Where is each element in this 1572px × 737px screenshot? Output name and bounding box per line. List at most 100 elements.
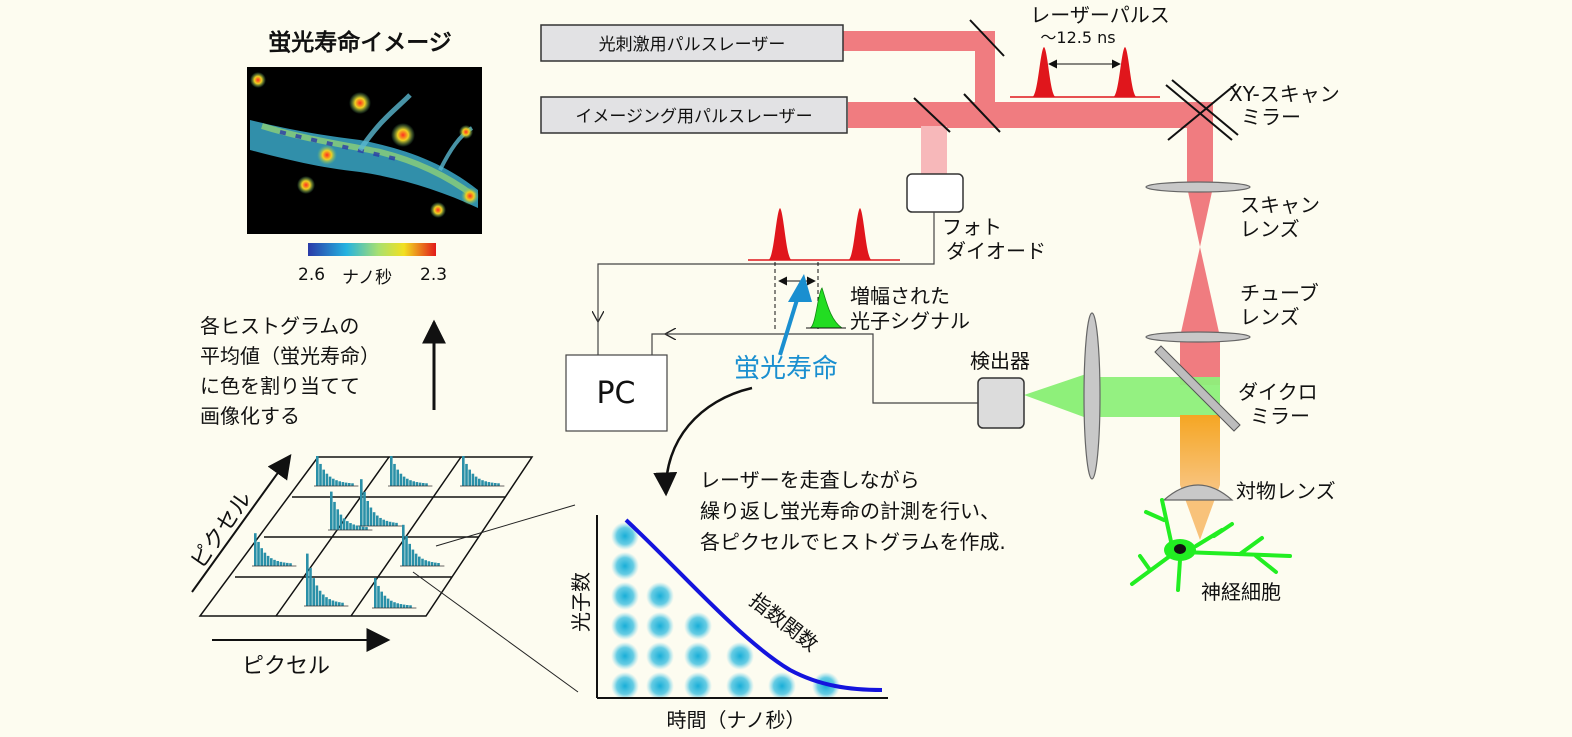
histogram-bar bbox=[348, 483, 351, 486]
histogram-bar bbox=[344, 482, 348, 486]
histogram-bar bbox=[383, 595, 387, 608]
histogram-bar bbox=[341, 482, 345, 486]
histogram-bar bbox=[369, 507, 373, 526]
histogram-bar bbox=[406, 605, 409, 608]
detector-lens bbox=[1083, 312, 1101, 480]
lifetime-color-scale bbox=[308, 243, 436, 256]
photon-count-dots bbox=[611, 522, 840, 700]
histogram-bar bbox=[418, 482, 422, 486]
photon-dot bbox=[646, 582, 674, 610]
imaging-laser: イメージング用パルスレーザー bbox=[540, 96, 848, 134]
amplified-signal-label-2: 光子シグナル bbox=[850, 309, 970, 333]
histogram-bar bbox=[328, 476, 332, 486]
lifetime-image-title: 蛍光寿命イメージ bbox=[268, 29, 452, 56]
scan-lens-label-2: レンズ bbox=[1240, 217, 1300, 241]
histogram-bar bbox=[330, 491, 333, 530]
histogram-bar bbox=[388, 521, 392, 526]
histogram-bar bbox=[415, 482, 419, 486]
xy-scan-mirror bbox=[1165, 79, 1239, 141]
photon-dot bbox=[726, 642, 754, 670]
leader-line-bottom bbox=[412, 571, 579, 693]
histogram-bar bbox=[481, 480, 484, 486]
histogram-bar bbox=[322, 469, 325, 486]
histogram-bar bbox=[462, 456, 465, 486]
histogram-bar bbox=[270, 558, 273, 566]
histogram-bar bbox=[379, 517, 382, 526]
scan-note-3: 各ピクセルでヒストグラムを作成. bbox=[700, 530, 1006, 554]
photon-dot bbox=[812, 672, 840, 700]
histogram-bar bbox=[339, 514, 343, 530]
histogram-bar bbox=[309, 567, 312, 606]
histogram-bar bbox=[342, 518, 346, 530]
laser-beam-path bbox=[843, 31, 1220, 385]
histogram-bar bbox=[497, 483, 500, 486]
histogram-bar bbox=[468, 469, 471, 486]
fluorescence-lifetime-label: 蛍光寿命 bbox=[734, 354, 838, 384]
histogram-bar bbox=[318, 590, 322, 606]
histogram-bar bbox=[257, 541, 260, 566]
photon-dot bbox=[646, 642, 674, 670]
histogram-bar bbox=[409, 480, 412, 486]
histogram-bar bbox=[362, 526, 365, 530]
histogram-bar bbox=[322, 594, 325, 606]
histogram-bar bbox=[335, 480, 338, 486]
histogram-bar bbox=[334, 601, 338, 606]
pixel-axis-y-label: ピクセル bbox=[186, 487, 257, 573]
lifetime-image bbox=[247, 67, 482, 234]
histogram-bar bbox=[360, 479, 363, 526]
histogram-bar bbox=[266, 555, 270, 566]
laser-pulse-train bbox=[1010, 47, 1160, 98]
histogram-bar bbox=[355, 525, 359, 530]
histogram-bar bbox=[336, 509, 339, 530]
histogram-bar bbox=[286, 562, 289, 566]
histogram-bar bbox=[406, 478, 409, 486]
curved-arrow bbox=[653, 386, 753, 497]
photon-dot bbox=[646, 612, 674, 640]
photon-dot bbox=[684, 672, 712, 700]
histogram-bar bbox=[474, 476, 478, 486]
objective-lens bbox=[1162, 484, 1234, 501]
histogram-bar bbox=[377, 585, 380, 608]
process-note-4: 画像化する bbox=[200, 404, 300, 428]
scale-left: 2.6 bbox=[298, 265, 325, 285]
histogram-bar bbox=[276, 561, 279, 566]
histogram-bar bbox=[312, 578, 315, 606]
histogram-bar bbox=[478, 478, 481, 486]
process-note-3: に色を割り当てて bbox=[200, 374, 360, 398]
histogram-bar bbox=[421, 558, 424, 566]
detector-label: 検出器 bbox=[970, 349, 1030, 373]
detector bbox=[977, 377, 1025, 429]
histogram-bar bbox=[408, 543, 411, 566]
histogram-bar bbox=[425, 483, 428, 486]
photon-dot bbox=[611, 582, 639, 610]
photon-dot bbox=[646, 672, 674, 700]
photodiode-label-1: フォト bbox=[942, 215, 1002, 239]
photon-dot bbox=[611, 552, 639, 580]
histogram-bar bbox=[325, 473, 329, 486]
histogram-bar bbox=[396, 469, 399, 486]
xy-scan-mirror-label-2: ミラー bbox=[1241, 105, 1301, 129]
histogram-bar bbox=[306, 553, 309, 606]
hist-xlabel: 時間（ナノ秒） bbox=[667, 708, 806, 732]
photostim-laser-label: 光刺激用パルスレーザー bbox=[599, 35, 786, 55]
photon-dot bbox=[684, 642, 712, 670]
scale-unit: ナノ秒 bbox=[342, 268, 392, 288]
photon-dot bbox=[611, 642, 639, 670]
histogram-bar bbox=[409, 605, 412, 608]
histogram-bar bbox=[434, 562, 437, 566]
pc-label: PC bbox=[596, 376, 635, 411]
histogram-bar bbox=[418, 556, 421, 566]
histogram-bar bbox=[260, 548, 263, 566]
scan-note-1: レーザーを走査しながら bbox=[700, 468, 920, 492]
histogram-bar bbox=[402, 476, 406, 486]
histogram-bar bbox=[263, 552, 267, 566]
histogram-bar bbox=[319, 463, 322, 486]
histogram-bar bbox=[494, 483, 497, 486]
leader-line-top bbox=[435, 504, 576, 547]
histogram-bar bbox=[399, 604, 403, 608]
pulse-title: レーザーパルス bbox=[1030, 3, 1169, 27]
histogram-bar bbox=[349, 523, 352, 530]
photodiode-label-2: ダイオード bbox=[946, 239, 1046, 263]
pixel-axis-x-label: ピクセル bbox=[242, 654, 330, 679]
lifetime-pointer bbox=[778, 274, 812, 356]
